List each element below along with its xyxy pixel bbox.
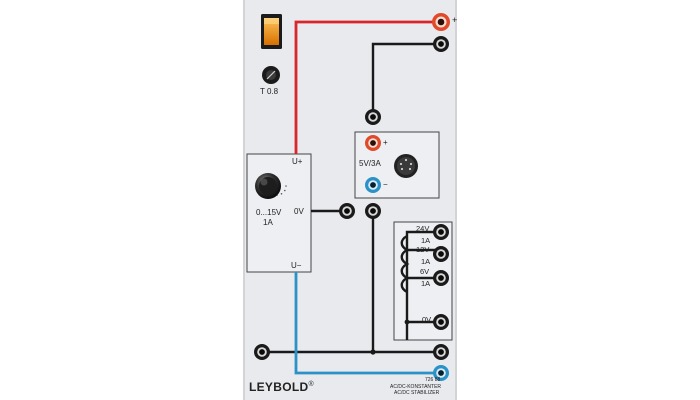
jack-12v[interactable] xyxy=(433,246,449,262)
power-switch[interactable] xyxy=(261,14,282,49)
jack-regulator-zero[interactable] xyxy=(339,203,355,219)
regulator-range-label: 0...15V xyxy=(256,208,282,217)
regulator-current-label: 1A xyxy=(263,218,273,227)
jack-24v[interactable] xyxy=(433,224,449,240)
fixed-rating-label: 5V/3A xyxy=(359,159,381,168)
jack-top-plus[interactable] xyxy=(432,13,450,31)
jack-transformer-0v[interactable] xyxy=(433,314,449,330)
jack-fixed-minus[interactable] xyxy=(365,177,381,193)
red-wire xyxy=(294,20,441,154)
tap-12v-label: 12V xyxy=(416,245,430,254)
fixed-plus-label: + xyxy=(383,138,388,147)
din-socket[interactable] xyxy=(394,154,418,178)
regulator-box xyxy=(246,153,312,273)
jack-fixed-feed[interactable] xyxy=(365,109,381,125)
brand-registered-mark: ® xyxy=(308,381,314,388)
blue-wire xyxy=(294,272,441,375)
transformer-coil xyxy=(400,234,410,294)
jack-ground-mid[interactable] xyxy=(365,203,381,219)
jack-bottom-right-black[interactable] xyxy=(433,344,449,360)
tap-6v-current-label: 1A xyxy=(421,279,431,288)
fuse-rating-label: T 0.8 xyxy=(260,87,279,96)
brand-name: LEYBOLD xyxy=(249,380,309,394)
fuse-holder[interactable] xyxy=(262,66,280,84)
top-plus-label: + xyxy=(452,15,458,25)
panel-edge-right xyxy=(455,0,457,400)
tap-6v-label: 6V xyxy=(420,267,430,276)
tap-12v-current-label: 1A xyxy=(421,257,431,266)
module-name-de-label: AC/DC-KONSTANTER xyxy=(390,384,442,390)
part-number-label: 726 88 xyxy=(425,377,441,383)
jack-fixed-plus[interactable] xyxy=(365,135,381,151)
tap-0v-label: 0V xyxy=(422,315,432,324)
tap-24v-label: 24V xyxy=(416,224,430,233)
tap-24v-current-label: 1A xyxy=(421,236,431,245)
jack-bottom-left[interactable] xyxy=(254,344,270,360)
fixed-minus-label: − xyxy=(383,180,388,189)
panel-edge-left xyxy=(243,0,245,400)
regulator-uplus-label: U+ xyxy=(292,157,303,166)
jack-bottom-minus[interactable] xyxy=(433,365,449,381)
regulator-zero-label: 0V xyxy=(294,207,304,216)
jack-top-black[interactable] xyxy=(433,36,449,52)
jack-6v[interactable] xyxy=(433,270,449,286)
voltage-knob[interactable] xyxy=(255,173,287,199)
junction-dots xyxy=(370,319,410,355)
regulator-uminus-label: U− xyxy=(291,261,302,270)
module-name-en-label: AC/DC STABILIZER xyxy=(394,390,440,396)
brand-logo: LEYBOLD® xyxy=(249,381,314,393)
